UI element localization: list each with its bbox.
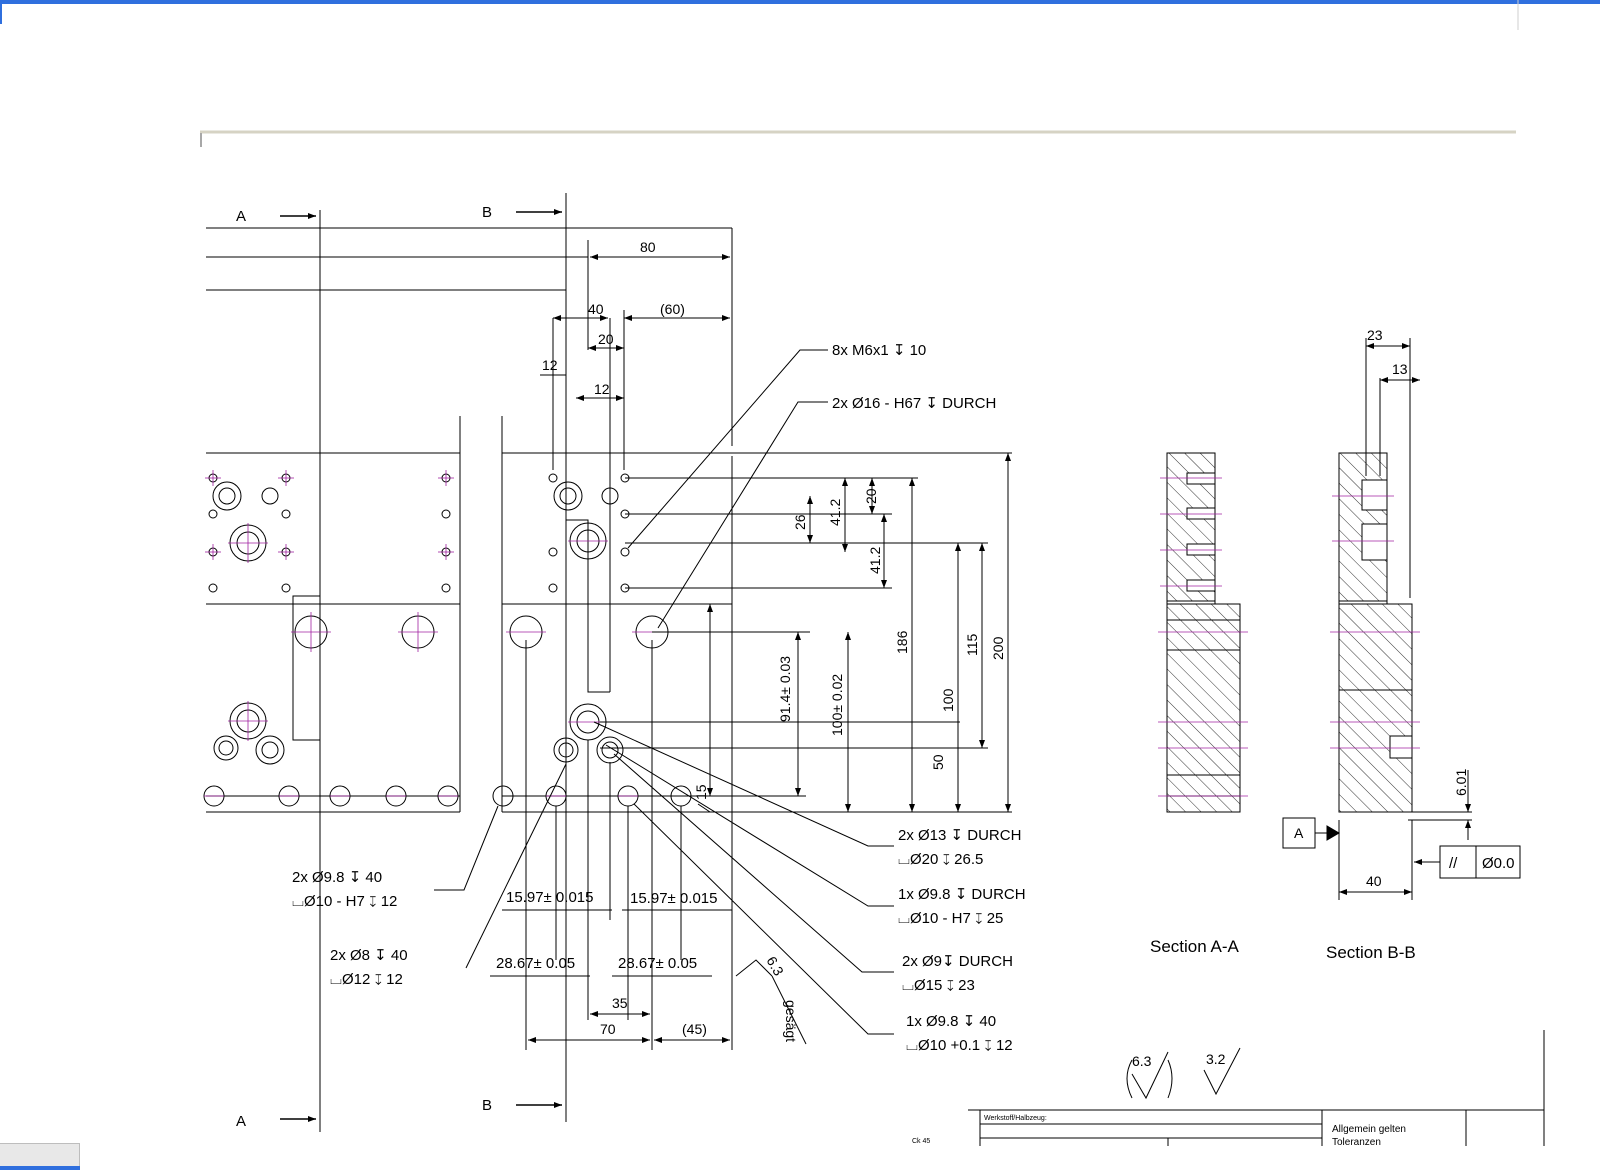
callout-left-d8-line1: 2x Ø8 ↧ 40 [330, 947, 408, 964]
taskbar-strip [0, 1166, 80, 1170]
dim-80: 80 [640, 239, 656, 255]
callout-d9-line1: 2x Ø9↧ DURCH [902, 953, 1013, 970]
section-b-b-labels: 23 13 6.01 40 A // Ø0.0 Section B-B [1294, 327, 1515, 962]
roughness-gesaegt: gesägt [783, 1000, 799, 1042]
section-b-bottom-label: B [482, 1097, 492, 1114]
tolerance-parallel-symbol: // [1449, 855, 1458, 872]
roughness-6-3-plan: 6.3 [763, 954, 787, 979]
callout-d13-line2: ⌴Ø20 ↧ 26.5 [898, 851, 983, 868]
dim-100-tol: 100± 0.02 [829, 674, 845, 736]
callout-d98-40-line2: ⌴Ø10 +0.1 ↧ 12 [906, 1037, 1013, 1054]
dim-12-a: 12 [542, 357, 558, 373]
dim-41-2-a: 41.2 [827, 499, 843, 526]
dim-40: 40 [588, 301, 604, 317]
dim-45: (45) [682, 1021, 707, 1037]
dim-70: 70 [600, 1021, 616, 1037]
dim-12-b: 12 [594, 381, 610, 397]
title-block-tolerances-2: Toleranzen [1332, 1137, 1381, 1148]
section-b-b-view [1282, 338, 1521, 900]
dim-28-67-b: 28.67± 0.05 [618, 955, 697, 972]
plan-view-labels: A B A B 80 40 (60) 20 12 12 8x M6x1 ↧ 10… [236, 204, 1026, 1130]
dim-100: 100 [940, 688, 956, 712]
dim-6-01: 6.01 [1453, 769, 1469, 796]
section-b-b-title: Section B-B [1326, 943, 1416, 962]
callout-d9-line2: ⌴Ø15 ↧ 23 [902, 977, 975, 994]
surface-finish-3-2: 3.2 [1206, 1051, 1226, 1067]
dim-200: 200 [990, 636, 1006, 660]
dim-35: 35 [612, 995, 628, 1011]
dim-41-2-b: 41.2 [867, 547, 883, 574]
dim-15-97-a: 15.97± 0.015 [506, 889, 593, 906]
section-a-bottom-label: A [236, 1113, 246, 1130]
callout-left-d8-line2: ⌴Ø12 ↧ 12 [330, 971, 403, 988]
dim-40-section: 40 [1366, 873, 1382, 889]
callout-left-d98-line1: 2x Ø9.8 ↧ 40 [292, 869, 382, 886]
surface-finish-6-3: 6.3 [1132, 1053, 1152, 1069]
dim-13: 13 [1392, 361, 1408, 377]
dim-186: 186 [894, 630, 910, 654]
layout-tab[interactable] [0, 1143, 80, 1166]
dim-28-67-a: 28.67± 0.05 [496, 955, 575, 972]
dim-15-97-b: 15.97± 0.015 [630, 890, 717, 907]
window-top-border [0, 0, 1600, 4]
callout-m6: 8x M6x1 ↧ 10 [832, 342, 926, 359]
title-block-tolerances-1: Allgemein gelten [1332, 1124, 1406, 1135]
section-a-top-label: A [236, 208, 246, 225]
title-block [968, 1030, 1545, 1146]
callout-d98-durch-line2: ⌴Ø10 - H7 ↧ 25 [898, 910, 1003, 927]
callout-d13-line1: 2x Ø13 ↧ DURCH [898, 827, 1021, 844]
tolerance-value: Ø0.0 [1482, 855, 1515, 872]
callout-d16: 2x Ø16 - H67 ↧ DURCH [832, 395, 996, 412]
dim-26: 26 [792, 514, 808, 530]
callout-left-d98-line2: ⌴Ø10 - H7 ↧ 12 [292, 893, 397, 910]
viewport-frame [200, 0, 1519, 147]
window-left-border [0, 4, 2, 24]
dim-115: 115 [964, 633, 980, 656]
dim-50: 50 [930, 754, 946, 770]
callout-d98-durch-line1: 1x Ø9.8 ↧ DURCH [898, 886, 1026, 903]
dim-20: 20 [598, 331, 614, 347]
datum-a-label: A [1294, 825, 1304, 841]
centerlines [204, 470, 691, 797]
surface-finish-symbols [1126, 1047, 1241, 1100]
dim-23: 23 [1367, 327, 1383, 343]
dim-20-vertical: 20 [863, 488, 879, 504]
dim-60: (60) [660, 301, 685, 317]
title-block-material: Werkstoff/Halbzeug: [984, 1115, 1047, 1122]
title-block-ck45: Ck 45 [912, 1138, 930, 1145]
callout-d98-40-line1: 1x Ø9.8 ↧ 40 [906, 1013, 996, 1030]
section-b-top-label: B [482, 204, 492, 221]
plan-view [203, 193, 1012, 1132]
dim-15: 15 [693, 784, 709, 800]
dim-91-4: 91.4± 0.03 [777, 656, 793, 722]
section-a-a-view [1158, 452, 1248, 813]
section-a-a-title: Section A-A [1150, 937, 1239, 956]
